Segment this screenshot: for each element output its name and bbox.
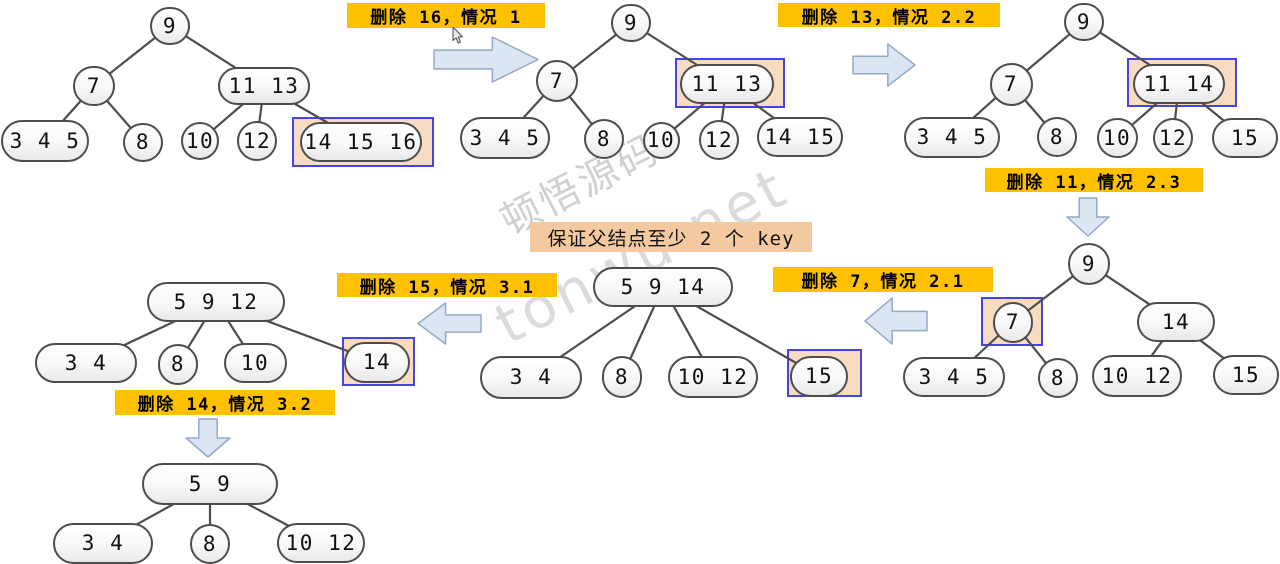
tree-after-delete-7-node-3-4: 3 4: [480, 355, 582, 399]
tree-after-delete-11-node-3-4-5: 3 4 5: [903, 357, 1005, 397]
tree-edge: [1105, 274, 1154, 308]
tree-after-delete-7-node-8: 8: [602, 356, 642, 398]
tree-edge: [1131, 100, 1160, 126]
arrow-step-5-left-arrow: [417, 302, 482, 345]
tree-after-delete-7-node-15: 15: [790, 355, 848, 397]
tree-initial-node-7: 7: [73, 66, 115, 106]
parent-node-key-note: 保证父结点至少 2 个 key: [530, 222, 812, 252]
tree-initial-node-12: 12: [237, 121, 277, 161]
tree-edge: [185, 35, 241, 72]
tree-edge: [672, 305, 704, 358]
tree-edge: [972, 334, 1000, 360]
tree-after-delete-11-node-15: 15: [1213, 355, 1279, 395]
tree-edge: [1150, 339, 1164, 358]
tree-after-delete-14-node-3-4: 3 4: [53, 522, 153, 564]
label-delete-11-case-2-3: 删除 11，情况 2.3: [985, 168, 1203, 193]
tree-edge: [1099, 31, 1155, 69]
tree-edge: [1027, 275, 1074, 311]
tree-after-delete-16-node-3-4-5: 3 4 5: [460, 117, 550, 159]
tree-after-delete-15-node-14: 14: [344, 341, 410, 383]
tree-edge: [673, 100, 708, 130]
tree-after-delete-14-node-10-12: 10 12: [277, 523, 365, 563]
tree-edge: [521, 95, 545, 120]
tree-after-delete-15-node-5-9-12: 5 9 12: [147, 282, 285, 322]
tree-edge: [109, 36, 156, 75]
tree-after-delete-11-node-8: 8: [1038, 358, 1078, 398]
arrow-step-1-right-arrow: [433, 36, 539, 83]
tree-after-delete-16-node-10: 10: [642, 121, 680, 159]
tree-after-delete-16-node-9: 9: [611, 4, 651, 42]
tree-after-delete-15-node-3-4: 3 4: [35, 343, 137, 383]
tree-after-delete-16-node-7: 7: [536, 60, 578, 102]
tree-after-delete-13-node-15: 15: [1212, 118, 1278, 158]
arrow-step-4-left-arrow: [864, 297, 928, 345]
tree-initial-node-11-13: 11 13: [218, 67, 310, 105]
tree-after-delete-14-node-5-9: 5 9: [142, 463, 278, 505]
tree-after-delete-11-node-14: 14: [1137, 302, 1215, 342]
tree-edge: [720, 103, 726, 121]
label-delete-15-case-3-1: 删除 15，情况 3.1: [337, 273, 557, 298]
tree-after-delete-13-node-12: 12: [1153, 118, 1193, 158]
arrow-step-3-down-arrow: [1066, 197, 1110, 237]
tree-edge: [258, 104, 263, 122]
tree-edge: [1023, 99, 1046, 124]
label-delete-13-case-2-2: 删除 13，情况 2.2: [778, 3, 1000, 28]
arrow-step-2-right-arrow: [852, 43, 916, 87]
tree-edge: [117, 317, 182, 350]
tree-initial-node-8: 8: [123, 122, 163, 162]
label-delete-16-case-1: 删除 16，情况 1: [347, 3, 545, 28]
tree-edge: [629, 305, 656, 360]
mouse-cursor-icon: [452, 27, 463, 44]
tree-after-delete-13-node-8: 8: [1037, 117, 1077, 157]
tree-after-delete-11-node-7: 7: [993, 301, 1033, 343]
tree-after-delete-14-node-8: 8: [190, 524, 230, 564]
tree-edge: [646, 32, 703, 69]
tree-edge: [556, 303, 638, 361]
tree-edge: [187, 320, 206, 348]
tree-edge: [131, 500, 179, 529]
tree-after-delete-16-node-14-15: 14 15: [757, 117, 843, 157]
label-delete-14-case-3-2: 删除 14，情况 3.2: [115, 390, 335, 415]
tree-edge: [106, 100, 132, 129]
tree-edge: [971, 97, 997, 120]
label-delete-7-case-2-1: 删除 7，情况 2.1: [773, 267, 993, 292]
tree-after-delete-16-node-11-13: 11 13: [680, 64, 774, 104]
tree-after-delete-7-node-10-12: 10 12: [668, 356, 758, 398]
tree-after-delete-16-node-8: 8: [584, 119, 624, 159]
tree-initial-node-14-15-16: 14 15 16: [300, 122, 422, 162]
tree-edge: [572, 33, 617, 70]
tree-initial-node-10: 10: [181, 122, 219, 160]
tree-initial-node-3-4-5: 3 4 5: [1, 120, 89, 162]
tree-edge: [1024, 336, 1047, 364]
tree-after-delete-11-node-10-12: 10 12: [1092, 355, 1182, 397]
tree-edge: [227, 320, 245, 346]
arrow-step-6-down-arrow: [185, 418, 231, 458]
tree-edge: [1199, 100, 1227, 124]
tree-after-delete-13-node-7: 7: [989, 62, 1033, 106]
tree-after-delete-13-node-3-4-5: 3 4 5: [904, 116, 1000, 158]
tree-after-delete-13-node-11-14: 11 14: [1133, 64, 1225, 104]
tree-edge: [692, 303, 798, 365]
tree-edge: [568, 96, 593, 125]
tree-after-delete-16-node-12: 12: [699, 120, 739, 160]
tree-after-delete-7-node-5-9-14: 5 9 14: [593, 267, 733, 307]
tree-edge: [242, 500, 294, 530]
tree-after-delete-11-node-9: 9: [1068, 243, 1110, 285]
tree-after-delete-13-node-10: 10: [1096, 118, 1138, 158]
tree-edge: [1026, 33, 1071, 72]
tree-initial-node-9: 9: [150, 7, 190, 45]
tree-after-delete-15-node-10: 10: [223, 343, 287, 383]
tree-after-delete-13-node-9: 9: [1064, 3, 1104, 41]
tree-edge: [60, 100, 82, 123]
tree-edge: [213, 101, 246, 130]
tree-edge: [1174, 103, 1178, 119]
tree-edge: [1196, 337, 1227, 361]
tree-edge: [256, 316, 350, 353]
tree-after-delete-15-node-8: 8: [158, 343, 198, 385]
